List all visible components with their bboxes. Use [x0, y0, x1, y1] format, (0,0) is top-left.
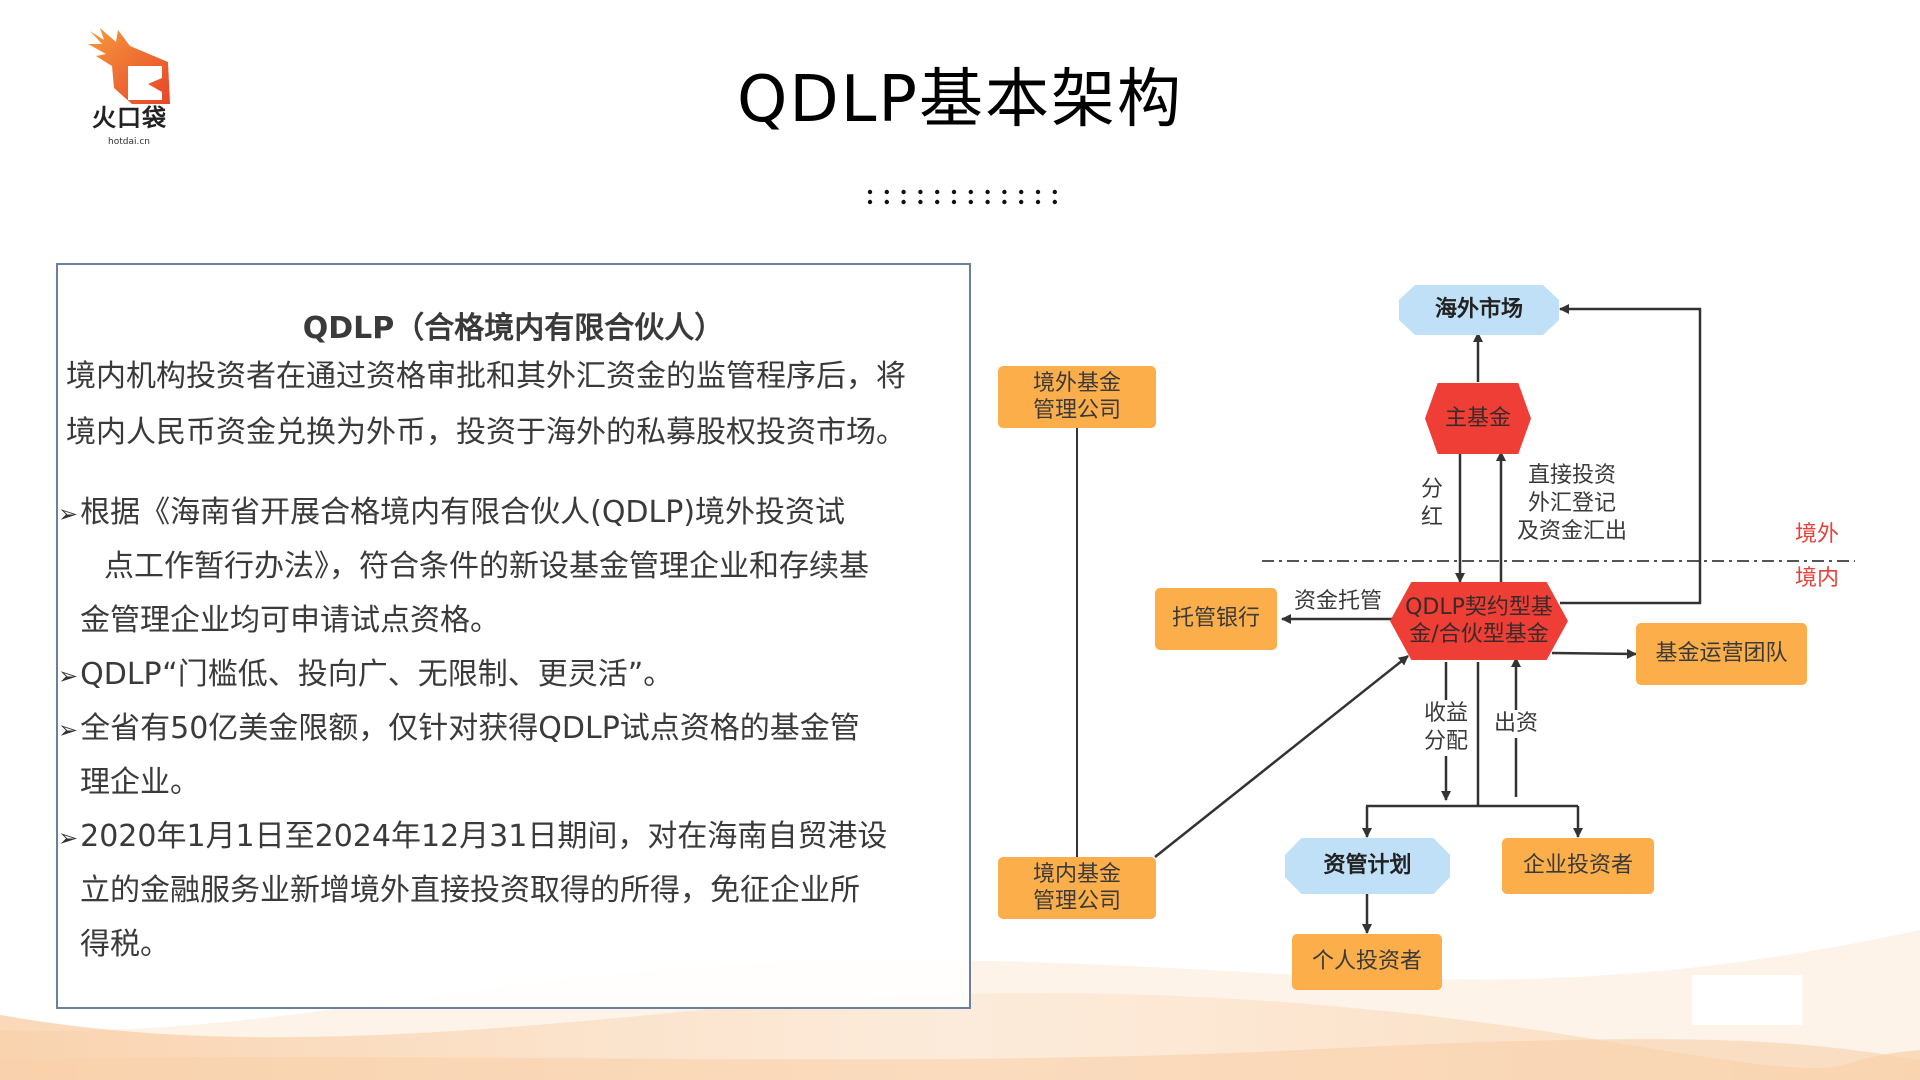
title-dot — [901, 189, 906, 195]
title-dot — [1002, 189, 1007, 195]
bullet-line: ➢根据《海南省开展合格境内有限合伙人(QDLP)境外投资试 — [58, 495, 846, 530]
title-dot — [884, 199, 889, 205]
title-dot — [1035, 189, 1041, 195]
brand-logo-domain: hotdai.cn — [108, 137, 150, 147]
title-dot — [1019, 199, 1024, 205]
node-asset-plan: 资管计划 — [1285, 838, 1450, 894]
edge-onshore-to-qdlp — [1154, 655, 1409, 858]
title-dots-decoration — [867, 189, 1057, 205]
title-dot — [918, 189, 923, 195]
title-dot — [935, 199, 940, 205]
label-region-offshore: 境外 — [1795, 522, 1840, 547]
bullet-arrow-icon: ➢ — [58, 662, 79, 690]
bullet-line: ➢QDLP“门槛低、投向广、无限制、更灵活”。 — [58, 657, 674, 692]
node-onshore-manager: 境内基金 管理公司 — [998, 857, 1156, 919]
node-corporate-investor: 企业投资者 — [1502, 838, 1654, 894]
title-dot — [985, 199, 990, 205]
label-region-onshore: 境内 — [1795, 566, 1840, 591]
edge-ops-team — [1551, 648, 1637, 659]
bullet-line: 点工作暂行办法》，符合条件的新设基金管理企业和存续基 — [104, 549, 869, 584]
title-dot — [1002, 199, 1007, 205]
node-ops-team: 基金运营团队 — [1636, 623, 1807, 685]
title-dot — [901, 199, 906, 205]
title-dot — [867, 189, 873, 195]
node-overseas-market: 海外市场 — [1399, 285, 1559, 335]
intro-line: 境内人民币资金兑换为外币，投资于海外的私募股权投资市场。 — [66, 415, 906, 450]
bullet-arrow-icon: ➢ — [58, 824, 79, 852]
title-dot — [1035, 199, 1041, 205]
brand-logo-icon — [88, 28, 170, 104]
node-individual-investor: 个人投资者 — [1292, 934, 1442, 990]
title-dot — [968, 199, 973, 205]
bullet-line: 理企业。 — [80, 765, 200, 800]
bullet-line: 立的金融服务业新增境外直接投资取得的所得，免征企业所 — [80, 873, 860, 908]
title-dot — [968, 189, 973, 195]
title-dot — [951, 199, 957, 205]
title-dot — [1052, 189, 1057, 195]
panel-heading: QDLP（合格境内有限合伙人） — [302, 311, 725, 346]
title-dot — [918, 199, 923, 205]
description-panel: QDLP（合格境内有限合伙人） 境内机构投资者在通过资格审批和其外汇资金的监管程… — [56, 263, 971, 1009]
label-custody: 资金托管 — [1293, 589, 1382, 614]
bullet-line: 得税。 — [80, 927, 170, 962]
label-income-distribution: 收益 分配 — [1422, 700, 1470, 756]
node-offshore-manager: 境外基金 管理公司 — [998, 366, 1156, 428]
brand-logo-text: 火口袋 — [92, 104, 167, 132]
title-dot — [1019, 189, 1024, 195]
node-qdlp-fund: QDLP契约型基 金/合伙型基金 — [1390, 582, 1568, 660]
label-dividend: 分 红 — [1418, 476, 1446, 532]
bullet-line: ➢全省有50亿美金限额，仅针对获得QDLP试点资格的基金管 — [58, 711, 860, 746]
title-dot — [935, 189, 940, 195]
node-custodian-bank: 托管银行 — [1155, 588, 1277, 650]
edge-qdlp-to-market — [1559, 304, 1702, 605]
bullet-line: 金管理企业均可申请试点资格。 — [80, 603, 500, 638]
title-dot — [951, 189, 957, 195]
title-dot — [985, 189, 990, 195]
label-direct-investment: 直接投资 外汇登记 及资金汇出 — [1516, 463, 1627, 544]
title-dot — [867, 199, 873, 205]
node-master-fund: 主基金 — [1425, 383, 1531, 454]
page-title: QDLP基本架构 — [737, 63, 1183, 137]
intro-line: 境内机构投资者在通过资格审批和其外汇资金的监管程序后，将 — [66, 359, 906, 394]
title-dot — [1052, 199, 1057, 205]
bullet-arrow-icon: ➢ — [58, 500, 79, 528]
label-contribution: 出资 — [1492, 710, 1540, 738]
bullet-line: ➢2020年1月1日至2024年12月31日期间，对在海南自贸港设 — [58, 819, 888, 854]
bullet-arrow-icon: ➢ — [58, 716, 79, 744]
title-dot — [884, 189, 889, 195]
